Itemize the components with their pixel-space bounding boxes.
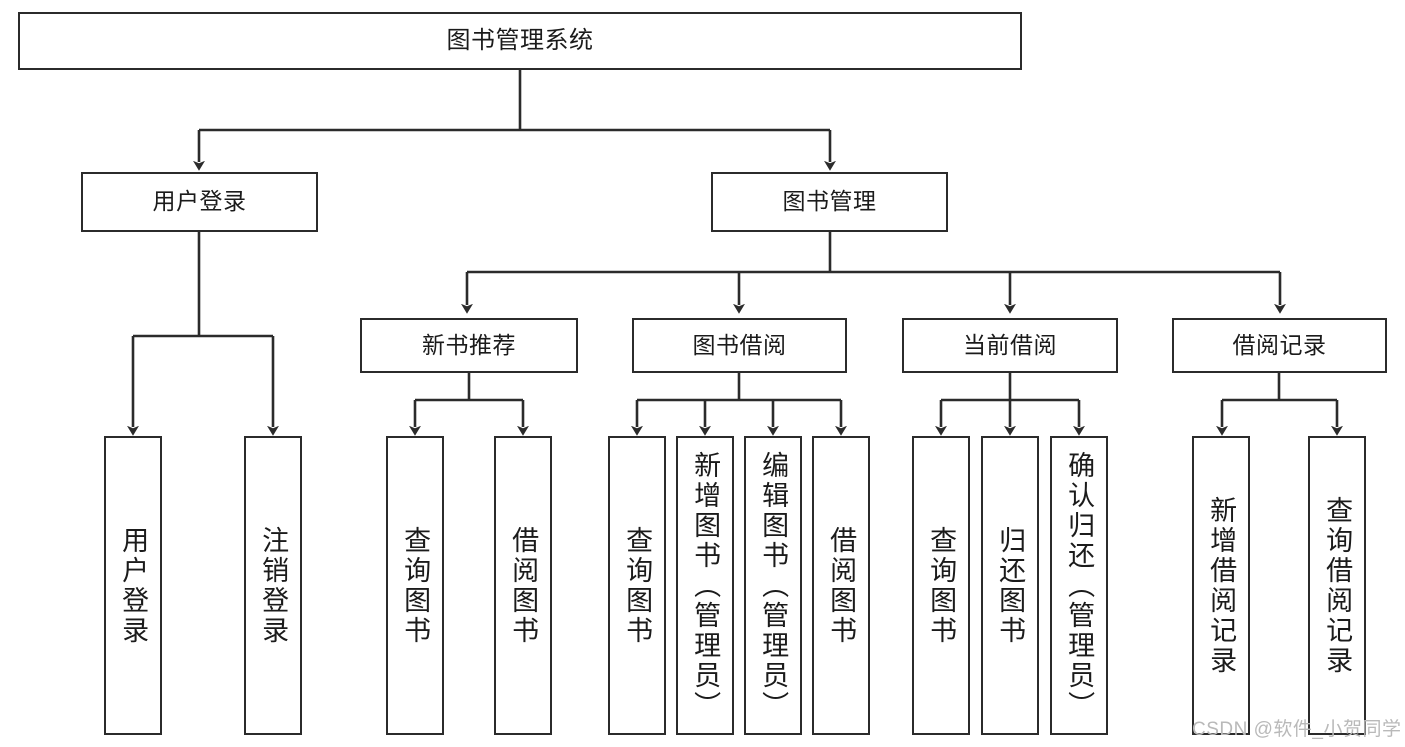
node-leaf-edit-book[interactable]: 编辑图书（管理员） (744, 436, 802, 735)
node-new-book-recommend-label: 新书推荐 (422, 331, 516, 358)
node-book-manage[interactable]: 图书管理 (711, 172, 948, 232)
node-borrow-record-label: 借阅记录 (1232, 331, 1327, 358)
node-leaf-user-login[interactable]: 用户登录 (104, 436, 162, 735)
node-leaf-logout-label: 注销登录 (258, 525, 289, 646)
node-leaf-confirm-return[interactable]: 确认归还（管理员） (1050, 436, 1108, 735)
node-leaf-query-record[interactable]: 查询借阅记录 (1308, 436, 1366, 735)
node-leaf-query-book-2[interactable]: 查询图书 (608, 436, 666, 735)
node-leaf-query-book-3-label: 查询图书 (926, 525, 957, 646)
node-leaf-query-book-3[interactable]: 查询图书 (912, 436, 970, 735)
node-leaf-confirm-return-label: 确认归还（管理员） (1064, 450, 1095, 721)
node-leaf-return-book[interactable]: 归还图书 (981, 436, 1039, 735)
node-leaf-logout[interactable]: 注销登录 (244, 436, 302, 735)
node-leaf-query-book-1[interactable]: 查询图书 (386, 436, 444, 735)
csdn-watermark: CSDN @软件_小贺同学 (1192, 719, 1402, 740)
node-leaf-add-record-label: 新增借阅记录 (1206, 495, 1237, 676)
node-book-borrow[interactable]: 图书借阅 (632, 318, 847, 373)
node-leaf-borrow-book-2[interactable]: 借阅图书 (812, 436, 870, 735)
node-user-login-label: 用户登录 (152, 188, 247, 215)
node-leaf-edit-book-label: 编辑图书（管理员） (758, 450, 789, 721)
node-leaf-query-record-label: 查询借阅记录 (1322, 495, 1353, 676)
node-leaf-borrow-book-1[interactable]: 借阅图书 (494, 436, 552, 735)
node-new-book-recommend[interactable]: 新书推荐 (360, 318, 578, 373)
node-borrow-record[interactable]: 借阅记录 (1172, 318, 1387, 373)
node-leaf-add-book[interactable]: 新增图书（管理员） (676, 436, 734, 735)
node-leaf-add-record[interactable]: 新增借阅记录 (1192, 436, 1250, 735)
node-leaf-add-book-label: 新增图书（管理员） (690, 450, 721, 721)
node-current-borrow[interactable]: 当前借阅 (902, 318, 1118, 373)
node-user-login[interactable]: 用户登录 (81, 172, 318, 232)
node-book-borrow-label: 图书借阅 (692, 331, 787, 358)
node-leaf-user-login-label: 用户登录 (118, 525, 149, 646)
node-leaf-borrow-book-1-label: 借阅图书 (508, 525, 539, 646)
node-leaf-query-book-1-label: 查询图书 (400, 525, 431, 646)
node-book-manage-label: 图书管理 (782, 188, 877, 215)
node-leaf-borrow-book-2-label: 借阅图书 (826, 525, 857, 646)
node-leaf-return-book-label: 归还图书 (995, 525, 1026, 646)
node-root-label: 图书管理系统 (446, 26, 594, 54)
node-leaf-query-book-2-label: 查询图书 (622, 525, 653, 646)
node-root[interactable]: 图书管理系统 (18, 12, 1022, 70)
node-current-borrow-label: 当前借阅 (963, 331, 1057, 358)
